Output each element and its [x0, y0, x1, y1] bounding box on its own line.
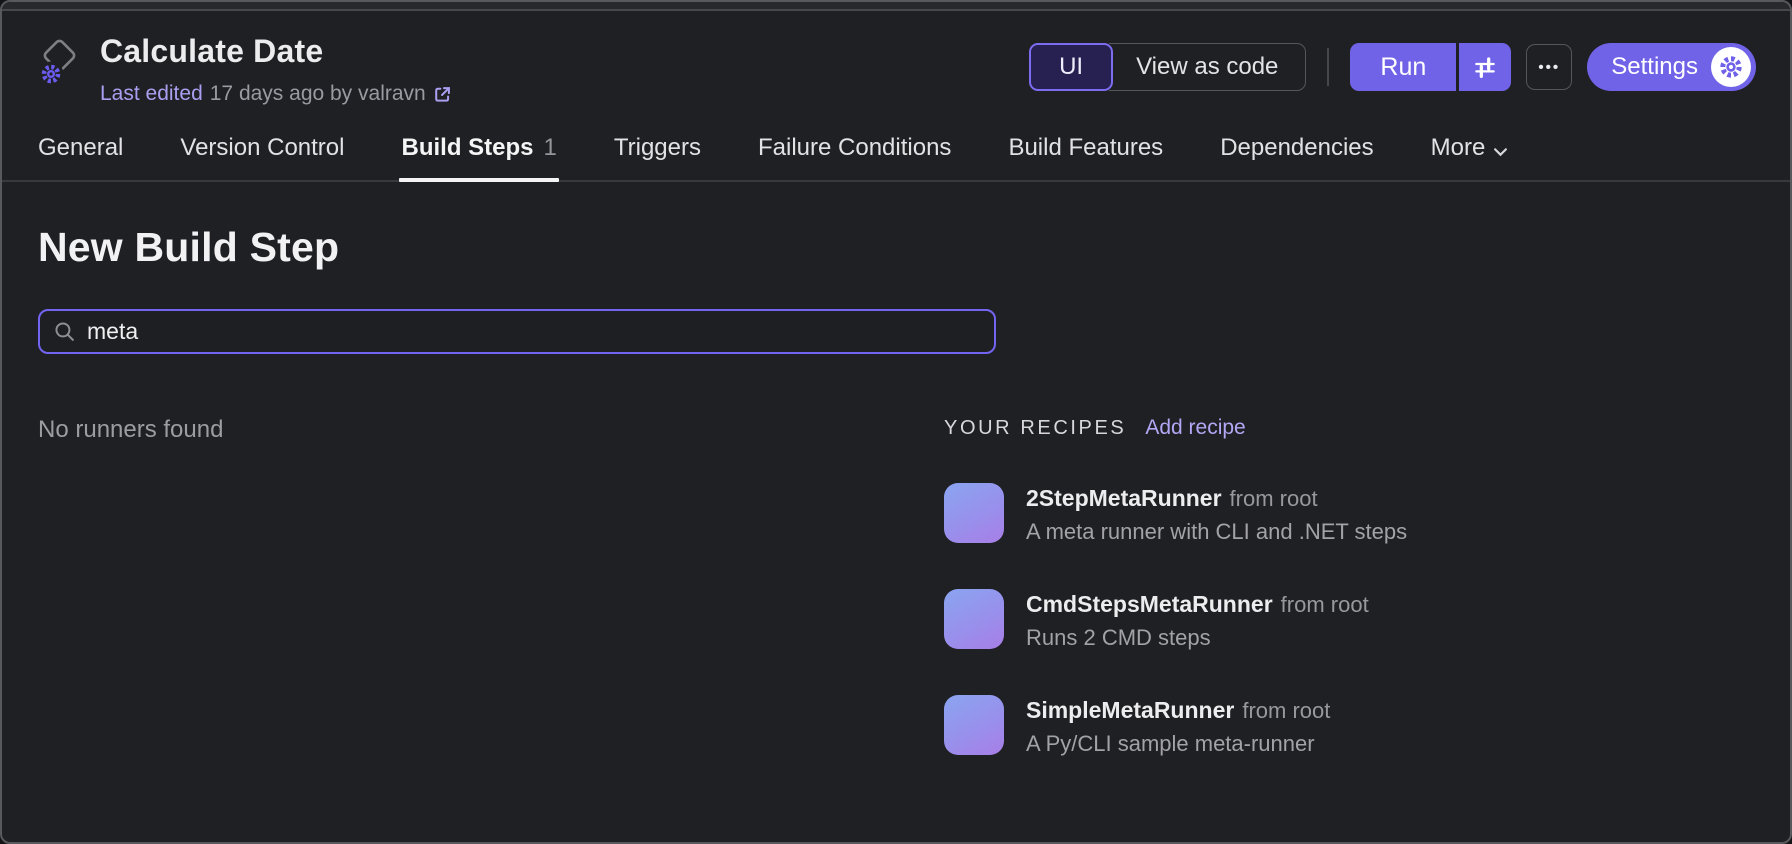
- external-link-icon[interactable]: [433, 85, 452, 104]
- recipe-item[interactable]: 2StepMetaRunner from root A meta runner wi…: [944, 483, 1407, 545]
- results-columns: No runners found YOUR RECIPES Add recipe…: [38, 416, 1754, 801]
- chevron-down-icon: [1493, 136, 1508, 164]
- no-runners-message: No runners found: [38, 416, 224, 443]
- runner-search-box: [38, 309, 996, 354]
- window-top-strip: [2, 2, 1790, 11]
- run-button[interactable]: Run: [1350, 43, 1457, 91]
- tab-label: Triggers: [613, 134, 701, 161]
- settings-gear-icon: [1711, 47, 1751, 87]
- more-actions-button[interactable]: •••: [1526, 44, 1573, 90]
- tab-triggers[interactable]: Triggers: [614, 132, 701, 180]
- last-edited-line: Last edited 17 days ago by valravn: [100, 82, 452, 106]
- header-left: Calculate Date Last edited 17 days ago b…: [38, 33, 452, 106]
- recipe-text-block: SimpleMetaRunner from root A Py/CLI sample…: [1026, 695, 1330, 757]
- recipe-name[interactable]: SimpleMetaRunner: [1026, 697, 1235, 723]
- runner-results-column: No runners found: [38, 416, 944, 444]
- run-options-sliders-icon: [1472, 54, 1498, 80]
- recipe-thumbnail[interactable]: [944, 483, 1004, 543]
- settings-button[interactable]: Settings: [1587, 43, 1756, 91]
- tab-label: More: [1430, 134, 1486, 161]
- tab-dependencies[interactable]: Dependencies: [1220, 132, 1373, 180]
- tab-label: General: [38, 134, 124, 161]
- last-edited-detail: 17 days ago by valravn: [209, 82, 426, 105]
- recipes-header: YOUR RECIPES Add recipe: [944, 416, 1407, 440]
- tab-general[interactable]: General: [38, 132, 123, 180]
- toggle-ui-button[interactable]: UI: [1029, 43, 1114, 91]
- settings-tabbar: General Version Control Build Steps 1 Trigge…: [2, 132, 1790, 182]
- recipes-column: YOUR RECIPES Add recipe 2StepMetaRunner f…: [944, 416, 1407, 801]
- search-icon: [53, 320, 76, 343]
- recipe-origin: from root: [1242, 698, 1331, 723]
- recipes-section-title: YOUR RECIPES: [944, 417, 1127, 439]
- recipe-thumbnail[interactable]: [944, 695, 1004, 755]
- tab-label: Build Features: [1008, 134, 1164, 161]
- tab-build-steps[interactable]: Build Steps 1: [399, 132, 560, 182]
- recipe-origin: from root: [1280, 592, 1369, 617]
- runner-search-input[interactable]: [87, 318, 981, 345]
- tab-failure-conditions[interactable]: Failure Conditions: [758, 132, 951, 180]
- recipe-description: A Py/CLI sample meta-runner: [1026, 731, 1315, 756]
- recipe-origin: from root: [1229, 486, 1318, 511]
- panel-heading: New Build Step: [38, 224, 340, 270]
- header-divider: [1327, 48, 1330, 86]
- run-options-button[interactable]: [1459, 43, 1512, 91]
- tab-label: Failure Conditions: [758, 134, 952, 161]
- view-mode-toggle: UI View as code: [1029, 43, 1307, 91]
- settings-button-label: Settings: [1611, 53, 1698, 80]
- recipe-text-block: 2StepMetaRunner from root A meta runner wi…: [1026, 483, 1407, 545]
- tab-label: Build Steps: [401, 134, 534, 161]
- recipe-thumbnail[interactable]: [944, 589, 1004, 649]
- page-title: Calculate Date: [100, 33, 324, 69]
- tab-more[interactable]: More: [1431, 132, 1509, 180]
- title-block: Calculate Date Last edited 17 days ago b…: [100, 33, 452, 106]
- tab-label: Version Control: [180, 134, 345, 161]
- recipe-item[interactable]: SimpleMetaRunner from root A Py/CLI sample…: [944, 695, 1407, 757]
- header-actions: UI View as code Run: [1029, 43, 1756, 91]
- tab-label: Dependencies: [1220, 134, 1374, 161]
- tab-build-features[interactable]: Build Features: [1008, 132, 1163, 180]
- tab-count-badge: 1: [543, 134, 557, 161]
- recipe-name[interactable]: 2StepMetaRunner: [1026, 485, 1222, 511]
- build-configuration-icon: [38, 39, 80, 89]
- last-edited-label: Last edited: [100, 82, 203, 105]
- tab-version-control[interactable]: Version Control: [180, 132, 344, 180]
- recipe-description: Runs 2 CMD steps: [1026, 625, 1211, 650]
- run-button-group: Run: [1350, 43, 1512, 91]
- main-content: New Build Step No runners found YOUR REC…: [2, 224, 1790, 801]
- recipe-name[interactable]: CmdStepsMetaRunner: [1026, 591, 1273, 617]
- page-header: Calculate Date Last edited 17 days ago b…: [2, 11, 1790, 106]
- add-recipe-link[interactable]: Add recipe: [1145, 416, 1246, 439]
- recipe-description: A meta runner with CLI and .NET steps: [1026, 519, 1408, 544]
- ellipsis-icon: •••: [1538, 58, 1561, 76]
- recipe-list: 2StepMetaRunner from root A meta runner wi…: [944, 483, 1407, 757]
- toggle-view-as-code-button[interactable]: View as code: [1109, 43, 1307, 91]
